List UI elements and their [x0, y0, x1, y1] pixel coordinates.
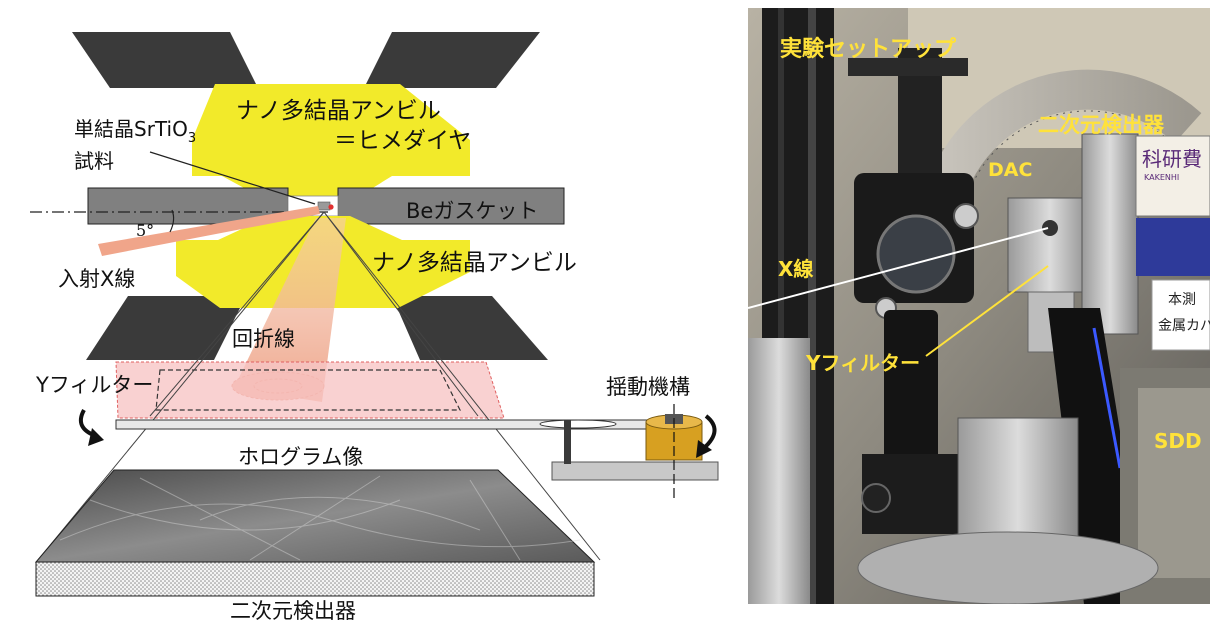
filter-plane	[115, 361, 505, 419]
projection-line-2	[323, 211, 601, 561]
setup-photo: 科研費 KAKENHI 本測 金属カバ 実験セットアップ 二次元検出器 DAC …	[748, 8, 1210, 604]
mechanism-base	[551, 461, 719, 481]
anvil-upper-label-1: ナノ多結晶アンビル	[236, 98, 441, 124]
rail-highlight	[808, 8, 816, 604]
diffraction-label: 回折線	[232, 327, 295, 351]
filter-pointer-line	[925, 265, 1049, 357]
detector-box	[1081, 133, 1139, 335]
optics-lens	[876, 214, 956, 294]
rotate-arrow-right-icon	[702, 414, 717, 450]
detector-label: 二次元検出器	[230, 599, 356, 623]
photo-sdd-label: SDD	[1154, 429, 1202, 453]
optics-knob	[953, 203, 979, 229]
mechanism-post	[564, 420, 571, 464]
projection-line-1	[37, 211, 325, 561]
detector-block	[35, 561, 595, 597]
hologram-lines	[59, 475, 581, 561]
sample-label-line2: 試料	[74, 149, 114, 173]
blue-glow	[1092, 327, 1122, 469]
photo-xray-label: X線	[778, 257, 813, 281]
filter-inner-frame	[155, 369, 461, 411]
kakenhi-sign	[1135, 135, 1210, 217]
kakenhi-sign-sub: KAKENHI	[1144, 173, 1179, 182]
schematic-diagram: ナノ多結晶アンビル ＝ヒメダイヤ 単結晶SrTiO3 試料 5° Beガスケット…	[30, 32, 719, 623]
upper-left-block	[72, 32, 258, 88]
lower-right-block	[392, 296, 548, 360]
sample-leader	[149, 151, 316, 205]
incident-beam	[98, 206, 320, 256]
xray-line	[748, 227, 1049, 309]
upper-anvil	[192, 84, 470, 202]
photo-detector-label: 二次元検出器	[1038, 113, 1165, 137]
photo-filter-label: Yフィルター	[805, 351, 920, 375]
rod-slot	[539, 419, 617, 429]
lower-column	[884, 310, 938, 460]
blue-panel	[1136, 218, 1210, 276]
sample-label: 単結晶SrTiO3	[74, 117, 196, 146]
photo-dac-label: DAC	[988, 159, 1032, 181]
stage-knob	[861, 483, 891, 513]
angle-label: 5°	[136, 221, 154, 240]
sticker	[1151, 279, 1210, 351]
anvil-lower-label: ナノ多結晶アンビル	[372, 250, 577, 276]
lower-stage	[957, 417, 1079, 539]
sticker-text-2: 金属カバ	[1158, 318, 1210, 334]
dac-window	[1042, 220, 1058, 236]
rotation-base	[857, 531, 1159, 604]
incident-label: 入射X線	[58, 267, 135, 291]
lower-left-block	[86, 296, 246, 360]
kakenhi-sign-text: 科研費	[1142, 147, 1202, 171]
rail-plate	[748, 338, 810, 604]
gasket-right	[337, 187, 565, 225]
projection-line-4	[323, 211, 479, 417]
angle-arc	[169, 209, 175, 233]
rail-slot	[778, 8, 784, 604]
photo-title: 実験セットアップ	[780, 36, 957, 62]
rotate-arrow-left-head	[88, 428, 104, 446]
projection-line-3	[149, 211, 325, 417]
sample-crystal	[317, 201, 331, 211]
dac-block	[1007, 197, 1093, 293]
filter-label: Yフィルター	[35, 373, 153, 397]
anvil-upper-label-2: ＝ヒメダイヤ	[334, 128, 471, 154]
gasket-label: Beガスケット	[406, 199, 538, 223]
sdd-window	[1138, 388, 1210, 578]
upper-tower-clamp	[848, 58, 968, 76]
beam-spot	[328, 204, 334, 210]
upper-right-block	[364, 32, 540, 88]
rotate-arrow-right-head	[696, 440, 712, 458]
hologram-label: ホログラム像	[238, 445, 363, 469]
diffraction-cone	[234, 218, 346, 402]
sticker-text-1: 本測	[1168, 292, 1196, 308]
oscillation-label: 揺動機構	[606, 375, 690, 399]
